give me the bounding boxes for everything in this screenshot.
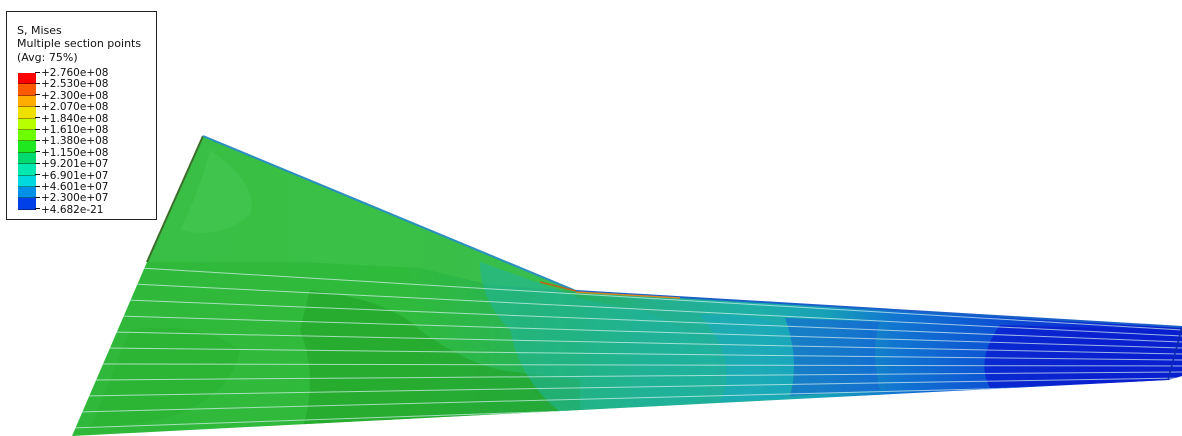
legend-variable-title: S, Mises <box>17 24 62 37</box>
legend-swatch <box>18 175 36 187</box>
legend-value-label: +2.300e+07 <box>35 193 108 204</box>
stress-region-dark-green <box>300 290 580 436</box>
legend-value-label: +1.610e+08 <box>35 125 108 136</box>
stress-region-lower-left <box>90 327 240 430</box>
legend-value-label: +9.201e+07 <box>35 159 108 170</box>
legend-section-points: Multiple section points <box>17 37 142 50</box>
legend-value-label: +2.760e+08 <box>35 68 108 79</box>
legend-value-label: +2.300e+08 <box>35 91 108 102</box>
top-edge-upper <box>202 135 577 292</box>
cyan-patch <box>700 314 794 402</box>
tip-edge <box>1167 326 1182 381</box>
legend-value-label: +2.070e+08 <box>35 102 108 113</box>
orange-edge-strip <box>575 291 681 299</box>
legend-swatch <box>18 129 36 142</box>
upper-panel-region <box>147 136 576 291</box>
legend-value-label: +6.901e+07 <box>35 170 108 181</box>
legend-color-bar <box>18 73 36 210</box>
legend-swatch <box>18 186 36 199</box>
legend-swatch <box>18 84 36 96</box>
contour-legend[interactable]: S, Mises Multiple section points (Avg: 7… <box>6 11 157 220</box>
leading-edge-left <box>146 135 204 263</box>
legend-value-label: +2.530e+08 <box>35 79 108 90</box>
legend-swatch <box>18 152 36 165</box>
legend-value-label: +1.840e+08 <box>35 113 108 124</box>
top-edge-highlight <box>539 281 577 292</box>
blue-zone <box>785 318 880 396</box>
legend-swatch <box>18 198 36 210</box>
legend-swatch <box>18 118 36 130</box>
upper-panel-blob <box>180 150 252 233</box>
legend-swatch <box>18 164 36 176</box>
legend-value-label: +1.150e+08 <box>35 148 108 159</box>
legend-value-label: +4.601e+07 <box>35 182 108 193</box>
legend-value-label: +4.682e-21 <box>35 205 103 216</box>
legend-swatch <box>18 107 36 119</box>
teal-band <box>480 262 720 412</box>
legend-swatch <box>18 95 36 108</box>
top-edge-lower <box>575 290 1182 328</box>
legend-averaging: (Avg: 75%) <box>17 51 78 64</box>
legend-swatch <box>18 141 36 153</box>
legend-swatch <box>18 73 36 85</box>
legend-value-label: +1.380e+08 <box>35 136 108 147</box>
